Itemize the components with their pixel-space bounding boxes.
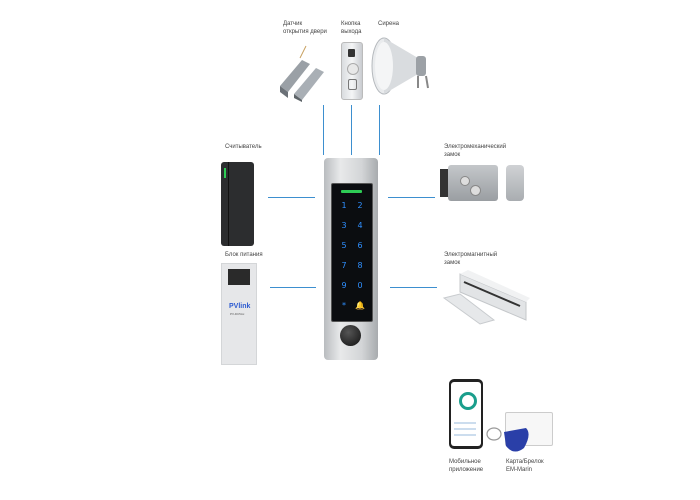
- connector-electromagnetic-lock: [390, 287, 437, 288]
- keypad-key[interactable]: 9: [341, 281, 347, 290]
- electromagnetic-lock-label: Электромагнитный замок: [444, 252, 498, 266]
- door-sensor-label: Датчик открытия двери: [283, 21, 327, 35]
- exit-button-image: [341, 42, 363, 100]
- keypad-key[interactable]: 5: [341, 241, 347, 250]
- power-supply-model: PV-DC5Ax: [230, 312, 245, 316]
- electromechanical-lock-label: Электромеханический замок: [444, 144, 507, 158]
- power-supply-image: PVlink PV-DC5Ax: [221, 263, 257, 365]
- controller-keypad: 1 2 3 4 5 6 7 8 9 0 * 🔔: [324, 158, 378, 360]
- siren-label: Сирена: [378, 21, 400, 27]
- connector-power-supply: [270, 287, 316, 288]
- keypad-panel: 1 2 3 4 5 6 7 8 9 0 * 🔔: [331, 183, 373, 322]
- keypad-key[interactable]: 2: [357, 201, 363, 210]
- card-fob-label: Карта/Брелок EM-Marin: [506, 459, 544, 473]
- door-sensor-image: [276, 42, 336, 102]
- electromechanical-lock-image: [440, 163, 530, 203]
- connector-exit-button: [351, 105, 352, 155]
- keypad-key[interactable]: 7: [341, 261, 347, 270]
- reader-image: [221, 162, 254, 246]
- keypad-key[interactable]: 6: [357, 241, 363, 250]
- keypad-key[interactable]: 3: [341, 221, 347, 230]
- connector-siren: [379, 105, 380, 155]
- fingerprint-sensor: [340, 325, 361, 346]
- keypad-key[interactable]: *: [342, 301, 346, 310]
- status-led: [341, 190, 362, 193]
- key-fob-image: [484, 422, 534, 456]
- connector-door-sensor: [323, 105, 324, 155]
- reader-label: Считыватель: [225, 144, 262, 150]
- connector-electromechanical-lock: [388, 197, 435, 198]
- power-supply-brand: PVlink: [229, 303, 251, 310]
- connector-reader: [268, 197, 315, 198]
- mobile-app-image: [449, 379, 483, 449]
- keypad-key[interactable]: 1: [341, 201, 347, 210]
- exit-button-label: Кнопка выхода: [341, 21, 362, 35]
- mobile-app-label: Мобильное приложение: [449, 459, 484, 473]
- power-supply-label: Блок питания: [225, 252, 263, 258]
- keypad-key[interactable]: 4: [357, 221, 363, 230]
- keypad-key[interactable]: 0: [357, 281, 363, 290]
- keypad-key[interactable]: 8: [357, 261, 363, 270]
- siren-image: [370, 36, 434, 100]
- electromagnetic-lock-image: [440, 268, 530, 328]
- keypad-key[interactable]: 🔔: [355, 301, 365, 310]
